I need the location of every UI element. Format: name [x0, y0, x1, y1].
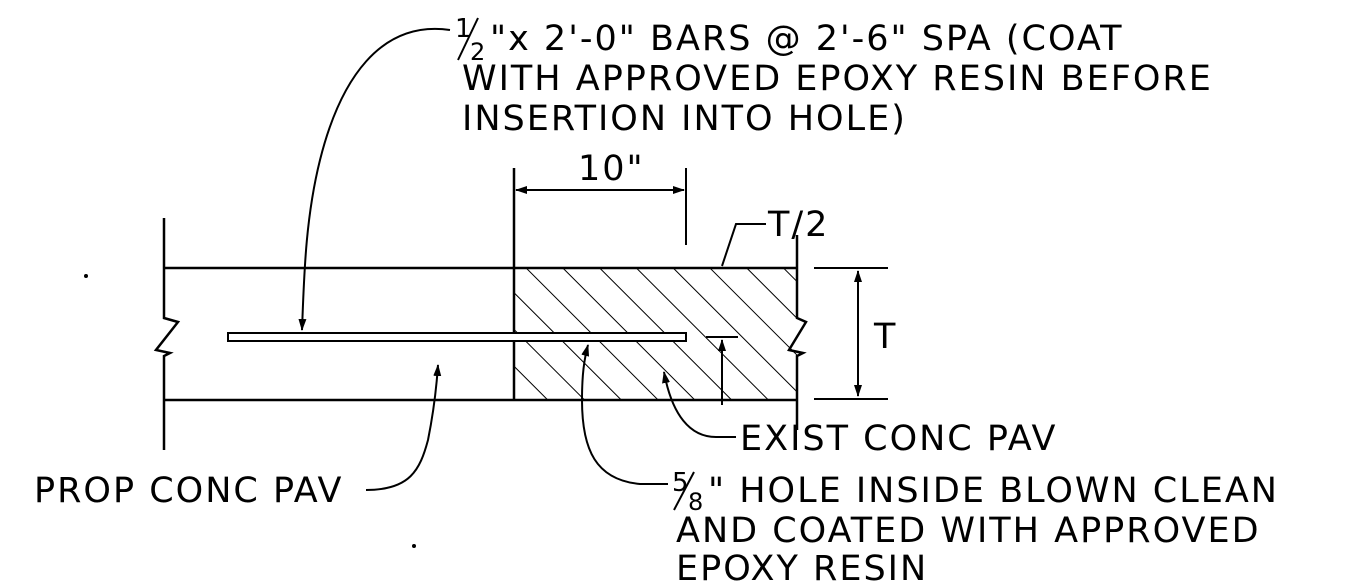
bars-frac-num: 1 [455, 14, 472, 44]
hole-leader [580, 344, 668, 485]
hole-frac-num: 5 [672, 468, 689, 498]
hole-line-1: " HOLE INSIDE BLOWN CLEAN [708, 471, 1279, 511]
dim-10-label: 10" [578, 149, 645, 189]
t-label: T [873, 317, 897, 357]
bars-line-2: WITH APPROVED EPOXY RESIN BEFORE [462, 59, 1213, 99]
exist-pav-label: EXIST CONC PAV [740, 419, 1057, 459]
bars-line-1: "x 2'-0" BARS @ 2'-6" SPA (COAT [490, 19, 1123, 59]
hole-line-2: AND COATED WITH APPROVED [676, 511, 1261, 551]
bars-frac-slash [457, 17, 479, 61]
bars-line-3: INSERTION INTO HOLE) [462, 99, 907, 139]
bars-leader [298, 27, 451, 331]
t-half-label: T/2 [767, 205, 829, 245]
prop-pav-label: PROP CONC PAV [34, 471, 343, 511]
left-break-line [153, 218, 181, 450]
dowel-bar [227, 332, 687, 342]
exist-pav-leader [662, 371, 736, 438]
prop-pav-leader [365, 364, 442, 491]
t-half-leader [721, 223, 766, 267]
scan-speck [412, 544, 416, 548]
scan-speck [84, 274, 88, 278]
hole-line-3: EPOXY RESIN [676, 549, 928, 588]
hole-frac-den: 8 [688, 488, 703, 516]
hole-frac-slash [673, 471, 695, 511]
bars-frac-den: 2 [470, 38, 485, 66]
right-break-line [787, 235, 808, 430]
